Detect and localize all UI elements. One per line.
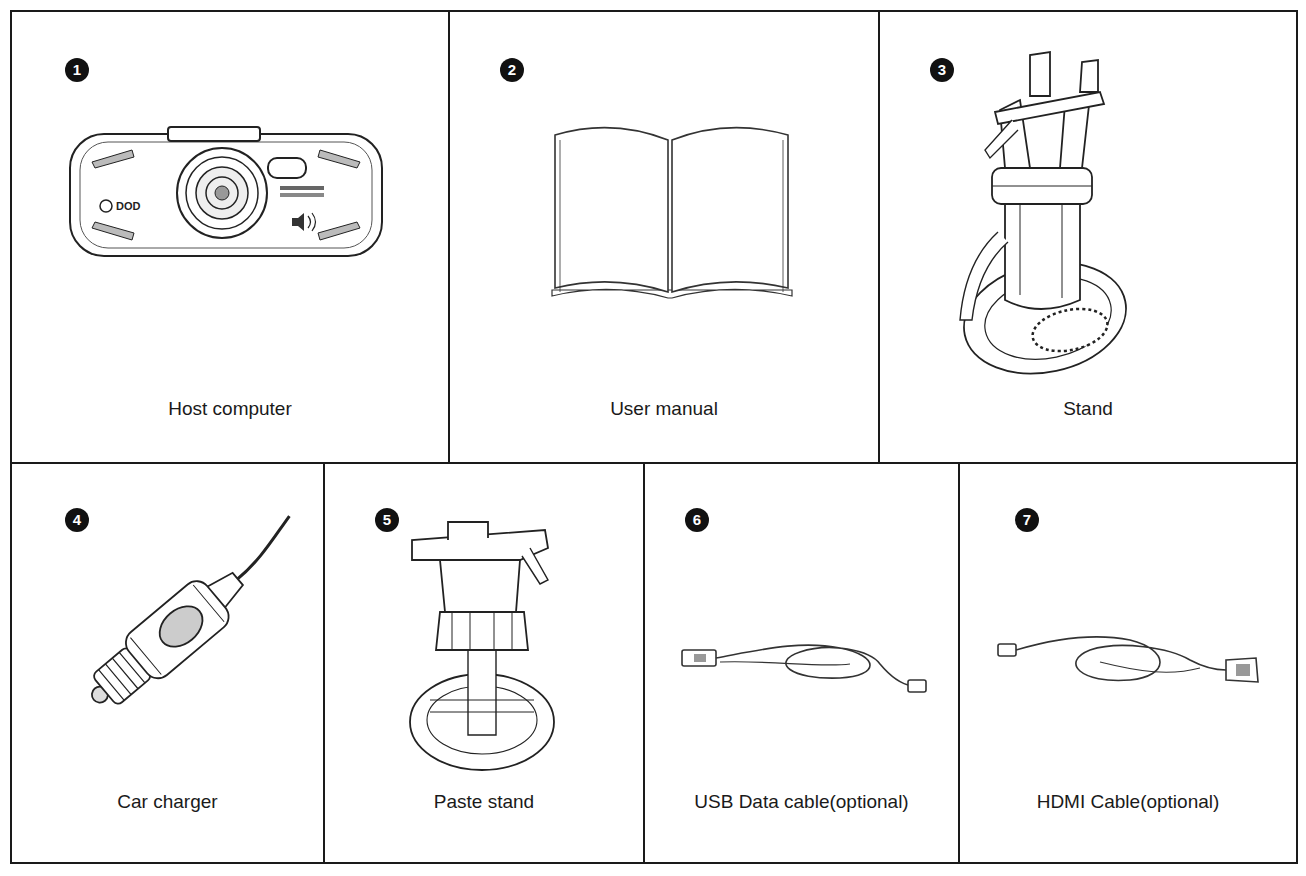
- dash-camera-part: [308, 213, 316, 231]
- suction-mount-part: [992, 168, 1092, 204]
- item-caption: Stand: [880, 397, 1296, 421]
- item-cell: 4Car charger: [10, 462, 325, 864]
- usb-cable-part: [694, 654, 706, 662]
- hdmi-cable-part: [1100, 662, 1200, 672]
- hdmi-cable-part: [998, 644, 1016, 656]
- car-charger-part: [152, 598, 211, 655]
- suction-mount-part: [1029, 303, 1112, 358]
- item-caption: Paste stand: [325, 790, 643, 814]
- item-cell: 1Host computer: [10, 10, 450, 464]
- suction-mount-part: [960, 232, 1008, 320]
- dash-camera-part: [280, 186, 324, 190]
- book-part: [672, 128, 788, 292]
- dash-camera-part: [92, 222, 134, 240]
- dash-camera-part: [196, 167, 248, 219]
- dash-camera-part: [168, 127, 260, 141]
- dash-camera-part: [280, 193, 324, 197]
- book-part: [560, 140, 783, 292]
- dash-camera-part: [318, 222, 360, 240]
- car-charger-part: [120, 575, 234, 683]
- callout-number: 4: [65, 508, 89, 532]
- item-caption: HDMI Cable(optional): [960, 790, 1296, 814]
- usb-cable-part: [908, 680, 926, 692]
- usb-cable: [682, 645, 926, 692]
- usb-cable-part: [720, 662, 850, 665]
- item-cell: 3Stand: [878, 10, 1298, 464]
- dash-camera-part: [177, 148, 267, 238]
- car-charger: [76, 506, 317, 721]
- item-cell: 5Paste stand: [323, 462, 645, 864]
- item-caption: Car charger: [12, 790, 323, 814]
- book-part: [555, 128, 668, 292]
- book: [552, 128, 792, 298]
- dash-camera-part: [318, 150, 360, 168]
- hdmi-cable-part: [1016, 637, 1226, 681]
- suction-mount-part: [985, 120, 1018, 158]
- callout-number: 1: [65, 58, 89, 82]
- usb-cable-part: [682, 650, 716, 666]
- suction-mount-part: [1020, 205, 1062, 298]
- dash-camera-part: [215, 186, 229, 200]
- callout-number: 6: [685, 508, 709, 532]
- item-caption: Host computer: [12, 397, 448, 421]
- suction-mount-part: [1005, 195, 1080, 309]
- dash-camera-part: [292, 213, 304, 231]
- paste-mount-part: [440, 560, 520, 612]
- car-charger-part: [227, 516, 299, 580]
- dash-camera-part: [186, 157, 258, 229]
- car-charger-part: [130, 585, 224, 674]
- hdmi-cable-part: [1236, 664, 1250, 676]
- callout-number: 7: [1015, 508, 1039, 532]
- item-caption: User manual: [450, 397, 878, 421]
- paste-mount-part: [430, 700, 534, 712]
- hdmi-cable: [998, 637, 1258, 682]
- suction-mount: [954, 52, 1137, 388]
- dash-camera-part: [268, 158, 306, 178]
- dash-camera-part: [70, 134, 382, 256]
- item-cell: 6USB Data cable(optional): [643, 462, 960, 864]
- suction-mount-part: [992, 186, 1092, 187]
- paste-mount-part: [436, 612, 528, 650]
- item-cell: 2User manual: [448, 10, 880, 464]
- brand-logo: DOD: [116, 200, 140, 213]
- suction-mount-part: [1030, 52, 1050, 96]
- callout-number: 5: [375, 508, 399, 532]
- hdmi-cable-part: [1226, 658, 1258, 682]
- paste-mount-part: [448, 522, 488, 540]
- item-cell: 7HDMI Cable(optional): [958, 462, 1298, 864]
- callout-number: 3: [930, 58, 954, 82]
- usb-cable-part: [716, 645, 912, 686]
- dash-camera-part: [100, 200, 112, 212]
- paste-mount-part: [522, 548, 548, 584]
- item-caption: USB Data cable(optional): [645, 790, 958, 814]
- dash-camera-part: [92, 150, 134, 168]
- paste-mount: [410, 522, 554, 770]
- suction-mount-part: [1080, 60, 1098, 92]
- callout-number: 2: [500, 58, 524, 82]
- dash-camera: [70, 127, 382, 256]
- paste-mount-part: [468, 650, 496, 735]
- dash-camera-part: [206, 177, 238, 209]
- paste-mount-part: [452, 612, 512, 650]
- dash-camera-part: [80, 142, 372, 248]
